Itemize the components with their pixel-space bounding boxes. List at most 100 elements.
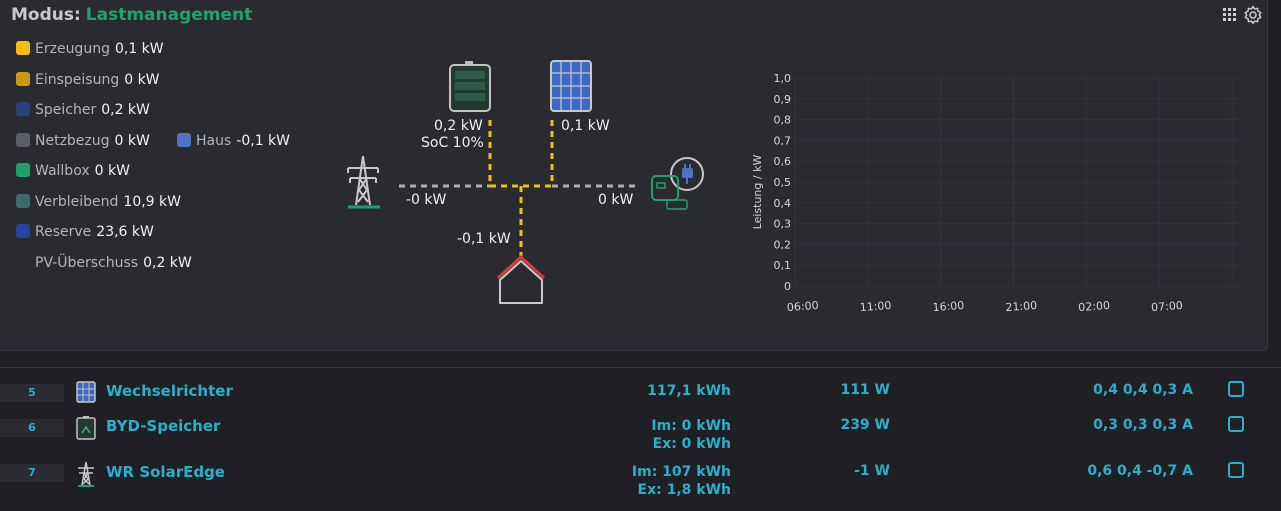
device-power: 111 W	[840, 382, 890, 398]
y-tick-label: 0,4	[774, 197, 792, 210]
device-name[interactable]: BYD-Speicher	[106, 417, 221, 435]
pv-power: 0,1 kW	[561, 118, 610, 134]
y-tick-label: 0	[784, 280, 791, 293]
section-divider	[0, 367, 1281, 368]
energy-import: Im: 107 kWh	[631, 464, 731, 480]
mode-value: Lastmanagement	[85, 5, 253, 25]
panel-tools	[1222, 5, 1263, 29]
device-id-badge: 6	[0, 419, 64, 437]
device-checkbox[interactable]	[1228, 381, 1244, 397]
legend-value: 0,2 kW	[101, 102, 150, 118]
color-swatch	[16, 133, 30, 147]
device-current: 0,4 0,4 0,3 A	[1093, 382, 1193, 398]
legend-label: Verbleibend	[35, 194, 119, 210]
power-chart: 1,0 0,9 0,8 0,7 0,6 0,5 0,4 0,3 0,2 0,1 0 06:00 11:0…	[745, 65, 1255, 325]
power-tower-icon	[76, 461, 96, 491]
y-tick-label: 0,5	[774, 176, 792, 189]
battery-icon	[449, 61, 491, 112]
x-tick-label: 07:00	[1151, 299, 1184, 314]
chart-svg: 1,0 0,9 0,8 0,7 0,6 0,5 0,4 0,3 0,2 0,1 0 06:00 11:0…	[751, 72, 1243, 314]
energy-export: Ex: 0 kWh	[652, 436, 731, 452]
legend-label: Reserve	[35, 224, 92, 240]
grid-power: -0 kW	[406, 192, 447, 208]
mode-label: Modus:	[11, 5, 81, 25]
x-tick-label: 06:00	[786, 299, 819, 314]
legend-label: Erzeugung	[35, 41, 110, 57]
legend-value: 0 kW	[124, 72, 160, 88]
device-current: 0,6 0,4 -0,7 A	[1087, 463, 1193, 479]
house-icon	[496, 255, 546, 304]
page-title: Modus:Lastmanagement	[11, 5, 252, 25]
energy-total: 117,1 kWh	[647, 383, 731, 399]
device-name[interactable]: WR SolarEdge	[106, 463, 225, 481]
y-tick-label: 0,8	[774, 114, 792, 127]
legend-label: PV-Überschuss	[35, 255, 139, 271]
y-tick-label: 0,3	[774, 218, 792, 231]
energy-export: Ex: 1,8 kWh	[637, 482, 731, 498]
device-row[interactable]: 6 BYD-Speicher Im: 0 kWh Ex: 0 kWh 239 W…	[0, 416, 1281, 456]
legend-value: 10,9 kW	[123, 194, 181, 210]
solar-panel-icon	[550, 60, 592, 112]
color-swatch	[16, 194, 30, 208]
grid-icon[interactable]	[1222, 5, 1238, 29]
device-checkbox[interactable]	[1228, 462, 1244, 478]
wallbox-power: 0 kW	[598, 192, 634, 208]
x-tick-label: 11:00	[859, 299, 892, 314]
color-swatch	[16, 102, 30, 116]
device-current: 0,3 0,3 0,3 A	[1093, 417, 1193, 433]
legend-value: 23,6 kW	[96, 224, 154, 240]
legend-label: Netzbezug	[35, 133, 110, 149]
device-energy: 117,1 kWh	[647, 382, 731, 400]
device-row[interactable]: 7 WR SolarEdge Im: 107 kWh Ex: 1,8 kWh -…	[0, 461, 1281, 501]
battery-soc: SoC 10%	[421, 135, 484, 151]
y-tick-label: 0,9	[774, 93, 792, 106]
device-row[interactable]: 5 Wechselrichter 117,1 kWh 111 W 0,4 0,4…	[0, 381, 1281, 403]
legend-value: 0 kW	[114, 133, 150, 149]
legend-label: Haus	[196, 133, 232, 149]
legend-value: 0,1 kW	[114, 41, 164, 57]
color-swatch	[16, 163, 30, 177]
device-power: -1 W	[854, 463, 890, 479]
y-tick-label: 0,1	[774, 259, 792, 272]
x-tick-label: 21:00	[1005, 299, 1038, 314]
solar-panel-icon	[76, 381, 96, 407]
device-energy: Im: 0 kWh Ex: 0 kWh	[651, 417, 731, 453]
device-id-badge: 7	[0, 464, 64, 482]
y-tick-label: 0,2	[774, 238, 792, 251]
battery-icon	[76, 416, 96, 444]
y-tick-label: 1,0	[774, 72, 792, 85]
y-tick-label: 0,7	[774, 134, 792, 147]
y-tick-label: 0,6	[774, 155, 792, 168]
legend-value: -0,1 kW	[236, 133, 290, 149]
device-id-badge: 5	[0, 384, 64, 402]
flow-lines	[399, 120, 636, 262]
x-tick-label: 02:00	[1078, 299, 1111, 314]
legend-value: 0,2 kW	[143, 255, 192, 271]
x-tick-label: 16:00	[932, 299, 965, 314]
legend-item-haus: Haus-0,1 kW	[177, 132, 290, 150]
color-swatch	[16, 224, 30, 238]
gear-icon[interactable]	[1243, 5, 1263, 29]
device-name[interactable]: Wechselrichter	[106, 382, 233, 400]
power-tower-icon	[347, 155, 380, 209]
energy-import: Im: 0 kWh	[651, 418, 731, 434]
color-swatch	[16, 72, 30, 86]
house-power: -0,1 kW	[457, 231, 511, 247]
legend-label: Speicher	[35, 102, 97, 118]
ev-charger-icon	[651, 157, 704, 210]
legend-value: 0 kW	[94, 163, 130, 179]
legend-label: Wallbox	[35, 163, 90, 179]
device-power: 239 W	[840, 417, 890, 433]
device-checkbox[interactable]	[1228, 416, 1244, 432]
color-swatch	[16, 41, 30, 55]
energy-flow-diagram: 0,2 kW SoC 10% 0,1 kW -0 kW 0 kW -0,1 kW	[330, 50, 730, 310]
y-axis-label: Leistung / kW	[751, 155, 764, 230]
